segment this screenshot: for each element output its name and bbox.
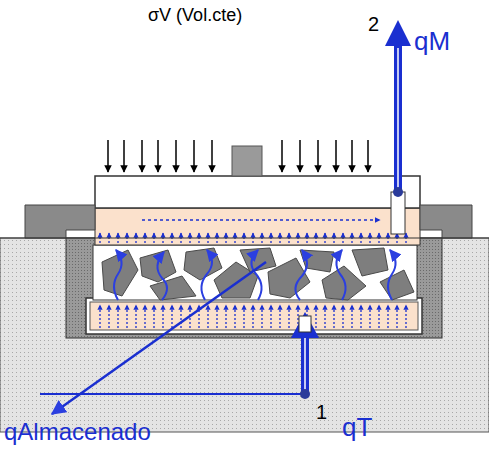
seepage-paths-part bbox=[295, 250, 307, 300]
point-number: 1 bbox=[316, 402, 327, 422]
porous-stone-flow-part bbox=[279, 305, 280, 328]
outflow-arrow bbox=[385, 20, 411, 197]
inflow-arrow-part bbox=[301, 336, 309, 394]
load-arrows-part bbox=[211, 140, 213, 172]
base-block-part bbox=[86, 298, 422, 334]
porous-stone-flow-part bbox=[243, 305, 244, 328]
load-arrows-part bbox=[107, 140, 109, 172]
load-arrows-part bbox=[281, 140, 283, 172]
seepage-paths bbox=[114, 250, 396, 300]
porous-stone-flow-part bbox=[396, 305, 397, 328]
soil-particles-part bbox=[352, 248, 388, 276]
porous-stone-flow-part bbox=[252, 305, 253, 328]
top-porous-stone-part bbox=[95, 208, 420, 245]
load-label: σV (Vol.cte) bbox=[148, 6, 242, 24]
outlet-tube-part bbox=[391, 192, 405, 234]
porous-stone-flow-part bbox=[261, 305, 262, 328]
porous-stone-flow-part bbox=[180, 305, 181, 328]
porous-stone-flow-part bbox=[288, 305, 289, 328]
load-arrows-part bbox=[351, 140, 353, 172]
outlet-tube bbox=[391, 192, 405, 234]
porous-stone-flow-part bbox=[207, 305, 208, 328]
load-arrows-part bbox=[335, 140, 337, 172]
seepage-paths-part bbox=[388, 250, 396, 300]
soil-particles-part bbox=[150, 276, 196, 300]
porous-stone-flow-part bbox=[405, 305, 406, 328]
porous-stone-flow-part bbox=[171, 305, 172, 328]
joint-line bbox=[0, 238, 489, 239]
inflow-arrow-part bbox=[304, 338, 306, 394]
porous-stone-flow-part bbox=[387, 305, 388, 328]
load-arrows-part bbox=[367, 140, 369, 172]
flow-label: qAlmacenado bbox=[4, 420, 151, 444]
load-arrows bbox=[108, 140, 368, 172]
soil-particles-part bbox=[268, 258, 310, 298]
seepage-paths-part bbox=[114, 250, 122, 300]
seepage-paths-part bbox=[201, 250, 212, 300]
load-arrows-part bbox=[157, 140, 159, 172]
load-arrows-part bbox=[299, 140, 301, 172]
load-arrows-part bbox=[141, 140, 143, 172]
porous-stone-flow-part bbox=[153, 305, 154, 328]
porous-stone-flow-part bbox=[270, 305, 271, 328]
top-porous-stone-part bbox=[142, 219, 380, 221]
porous-stone-flow-part bbox=[378, 305, 379, 328]
porous-stone-flow-part bbox=[333, 305, 334, 328]
top-porous-stone bbox=[95, 208, 420, 245]
load-arrows-part bbox=[123, 140, 125, 172]
inflow-arrow-part bbox=[300, 389, 310, 399]
outflow-arrow-part bbox=[397, 48, 399, 192]
porous-stone-flow-part bbox=[324, 305, 325, 328]
flow-label: qM bbox=[414, 28, 450, 54]
load-arrows-part bbox=[193, 140, 195, 172]
seepage-paths-part bbox=[157, 252, 167, 300]
flow-label: qT bbox=[342, 414, 372, 440]
porous-stone-flow-part bbox=[351, 305, 352, 328]
porous-stone-flow-part bbox=[126, 305, 127, 328]
inflow-arrow bbox=[40, 312, 319, 399]
load-arrows-part bbox=[317, 140, 319, 172]
outflow-arrow-part bbox=[385, 20, 411, 46]
soil-chamber-part bbox=[93, 245, 417, 300]
clamp-plates-part bbox=[420, 205, 472, 238]
clamp-plates-part bbox=[25, 205, 95, 238]
soil-chamber bbox=[93, 245, 417, 300]
porous-stone-flow-part bbox=[234, 305, 235, 328]
storage-leader-part bbox=[52, 262, 266, 414]
loading-cap-part bbox=[232, 146, 262, 176]
loading-cap-part bbox=[95, 176, 420, 208]
outflow-arrow-part bbox=[393, 187, 403, 197]
porous-stone-flow bbox=[100, 233, 406, 328]
porous-stone-flow-part bbox=[216, 305, 217, 328]
inflow-arrow-part bbox=[299, 316, 311, 332]
porous-stone-flow-part bbox=[99, 305, 100, 328]
outflow-arrow-part bbox=[394, 44, 402, 192]
porous-stone-flow-part bbox=[162, 305, 163, 328]
base-block-part bbox=[90, 302, 418, 330]
soil-particles bbox=[102, 248, 414, 300]
point-number: 2 bbox=[368, 14, 379, 34]
base-block bbox=[0, 238, 489, 432]
base-block-part bbox=[0, 238, 489, 432]
soil-particles-part bbox=[380, 270, 414, 300]
porous-stone-flow-part bbox=[225, 305, 226, 328]
porous-stone-flow-part bbox=[342, 305, 343, 328]
loading-cap bbox=[95, 146, 420, 208]
seepage-paths-part bbox=[251, 250, 261, 300]
porous-stone-flow-part bbox=[108, 305, 109, 328]
porous-stone-flow-part bbox=[135, 305, 136, 328]
porous-stone-flow-part bbox=[369, 305, 370, 328]
porous-stone-flow-part bbox=[144, 305, 145, 328]
base-block-part bbox=[66, 238, 442, 338]
seepage-paths-part bbox=[336, 250, 345, 300]
load-arrows-part bbox=[175, 140, 177, 172]
storage-leader bbox=[52, 262, 266, 414]
porous-stone-flow-part bbox=[315, 305, 316, 328]
porous-stone-flow-part bbox=[117, 305, 118, 328]
porous-stone-flow-part bbox=[360, 305, 361, 328]
soil-particles-part bbox=[184, 248, 222, 280]
inflow-arrow-part bbox=[291, 312, 319, 338]
